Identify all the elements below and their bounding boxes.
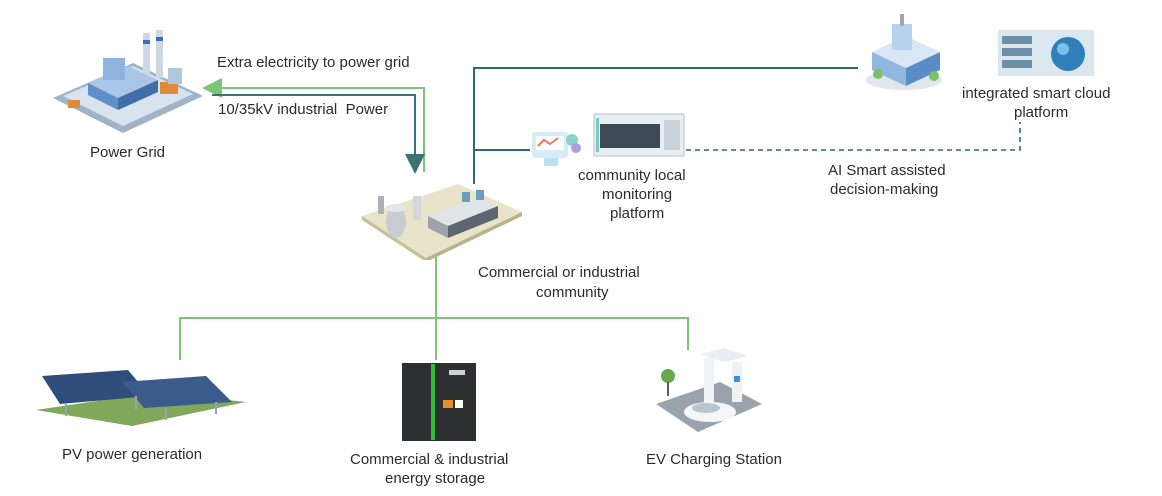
power-grid-label: Power Grid: [90, 144, 166, 161]
community-cloud-line: [473, 67, 858, 184]
cloud-platform-icon: [866, 14, 1094, 90]
ev-charging-station-icon: [656, 348, 762, 432]
ai-dashed-line: [686, 122, 1021, 151]
import-from-grid-label: 10/35kV industrial Power: [218, 101, 389, 118]
power-plant-icon: [53, 30, 203, 133]
pv-label: PV power generation: [62, 446, 203, 463]
load-bus-line: [179, 317, 689, 360]
factory-community-icon: [362, 184, 522, 260]
ev-label: EV Charging Station: [646, 451, 782, 468]
ai-decision-label-2: decision-making: [830, 181, 939, 198]
cloud-platform-label-2: platform: [1014, 104, 1069, 121]
community-label-1: Commercial or industrial: [478, 264, 640, 281]
local-platform-label-2: monitoring: [602, 186, 673, 203]
local-platform-label-3: platform: [610, 205, 665, 222]
local-platform-label-1: community local: [578, 167, 686, 184]
cloud-platform-label-1: integrated smart cloud: [962, 85, 1111, 102]
storage-label-1: Commercial & industrial: [350, 451, 509, 468]
ai-decision-label-1: AI Smart assisted: [828, 162, 946, 179]
import-from-grid-line: [212, 94, 425, 174]
local-monitoring-icon: [532, 113, 685, 166]
solar-panel-icon: [36, 370, 246, 426]
energy-storage-cabinet-icon: [402, 363, 476, 441]
storage-label-2: energy storage: [385, 470, 486, 487]
export-to-grid-line: [202, 78, 425, 172]
export-to-grid-label: Extra electricity to power grid: [217, 54, 410, 71]
community-label-2: community: [536, 284, 609, 301]
